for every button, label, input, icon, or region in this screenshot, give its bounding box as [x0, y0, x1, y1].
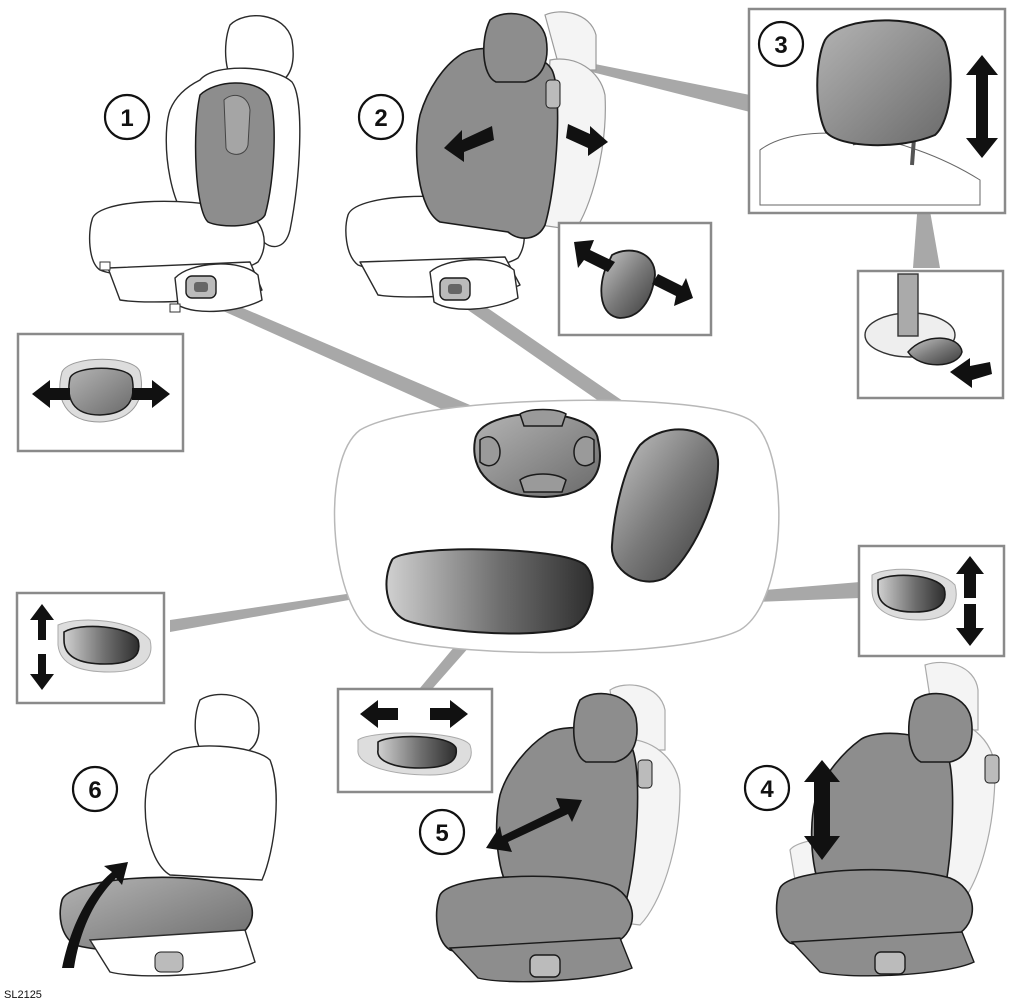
callout-3: 3 [757, 20, 805, 68]
callout-1-label: 1 [120, 105, 133, 132]
callout-2-label: 2 [374, 105, 387, 132]
callout-4-label: 4 [760, 776, 774, 803]
lumbar-inset-box [16, 332, 185, 453]
callout-4: 4 [743, 764, 791, 812]
callout-5: 5 [418, 808, 466, 856]
callout-6: 6 [71, 765, 119, 813]
callout-2: 2 [357, 93, 405, 141]
seat-height-inset-box [857, 544, 1006, 658]
headrest-up-down-arrow [966, 55, 998, 158]
cushion-tilt-icon [59, 693, 277, 977]
callout-5-label: 5 [435, 820, 448, 847]
cushion-tilt-arrow [62, 862, 128, 968]
headrest-release-button-icon [856, 269, 1005, 400]
fore-aft-inset-box [336, 687, 494, 794]
cushion-tilt-inset-box [15, 591, 166, 705]
backrest-recline-icon [345, 11, 608, 310]
figure-reference-code: SL2125 [4, 989, 42, 1001]
lumbar-seat-icon [88, 15, 301, 313]
backrest-switch[interactable] [610, 428, 720, 583]
callout-6-label: 6 [88, 777, 101, 804]
seat-height-arrow [804, 760, 840, 860]
headrest-height-icon [816, 19, 952, 147]
seat-fore-aft-icon [435, 684, 681, 983]
fore-aft-arrow [486, 798, 582, 852]
headrest-detail-box: 3 [747, 7, 1007, 215]
backrest-inset-box [557, 221, 713, 337]
seat-cushion-switch[interactable] [385, 548, 594, 635]
callout-1: 1 [103, 93, 151, 141]
seat-height-icon [775, 661, 1000, 977]
recline-arrows [444, 124, 608, 162]
callout-3-label: 3 [774, 32, 787, 59]
lumbar-switch[interactable] [473, 408, 601, 499]
